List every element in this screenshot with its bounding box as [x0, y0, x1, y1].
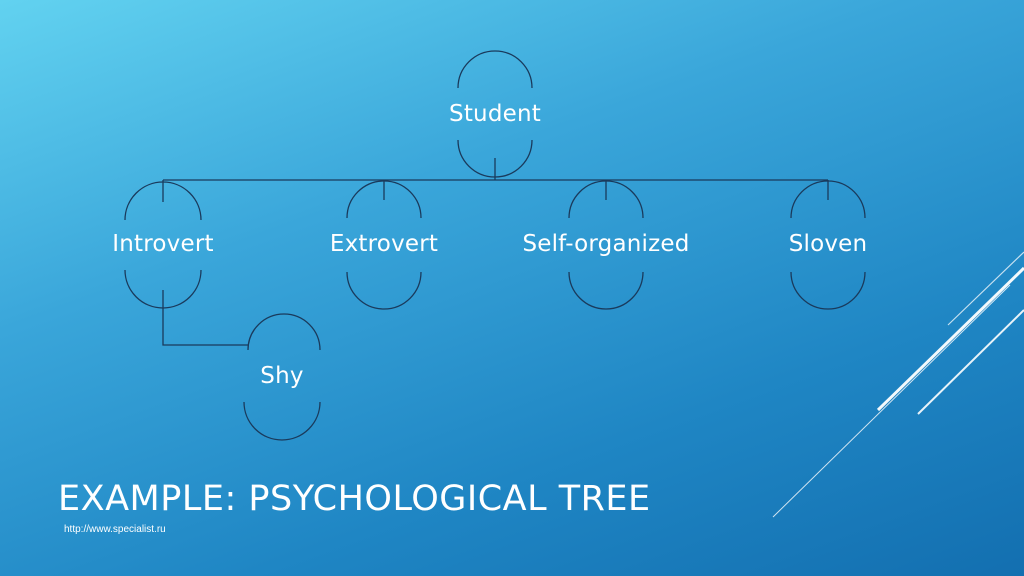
sloven-arc-top	[790, 180, 866, 219]
extrovert-arc-top	[346, 180, 422, 219]
slide-title: EXAMPLE: PSYCHOLOGICAL TREE	[58, 479, 651, 519]
introvert-arc-top	[124, 181, 202, 221]
node-self-organized: Self-organized	[522, 231, 690, 257]
decor-lines	[772, 251, 1024, 518]
elbow-shy	[162, 290, 248, 346]
shy-arc-top	[247, 313, 321, 351]
introvert-arc-bottom	[124, 269, 202, 309]
node-introvert: Introvert	[112, 231, 214, 257]
node-extrovert: Extrovert	[329, 231, 439, 257]
extrovert-arc-bottom	[346, 271, 422, 310]
self-organized-arc-bottom	[568, 271, 644, 310]
node-sloven: Sloven	[788, 231, 868, 257]
source-url[interactable]: http://www.specialist.ru	[64, 524, 166, 535]
node-shy: Shy	[260, 363, 304, 389]
node-student: Student	[449, 101, 541, 127]
self-organized-arc-top	[568, 180, 644, 219]
shy-arc-bottom	[243, 401, 321, 441]
sloven-arc-bottom	[790, 271, 866, 310]
root-arc-bottom	[457, 139, 533, 178]
root-arc-top	[457, 50, 533, 89]
